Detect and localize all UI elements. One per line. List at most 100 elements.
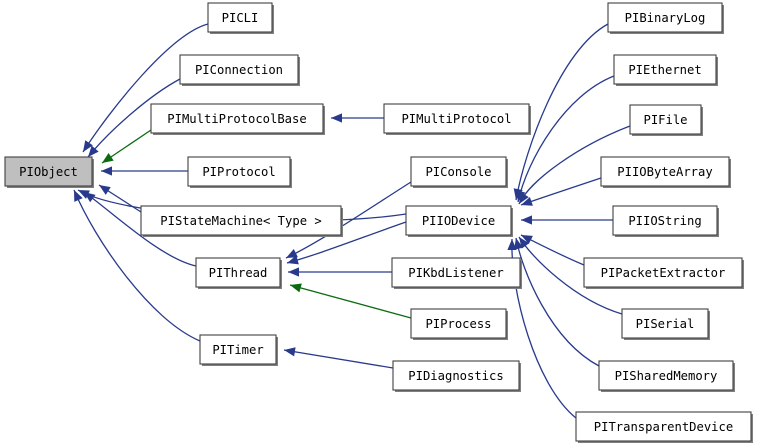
edge-pithread-to-piobject: [83, 191, 197, 267]
node-box[interactable]: [583, 257, 743, 288]
edges-layer: [73, 23, 631, 419]
node-box[interactable]: [621, 308, 709, 339]
node-label: PIProtocol: [202, 165, 275, 179]
edge-piprocess-to-pithread: [289, 284, 412, 319]
arrowhead-piconsole: [286, 248, 298, 258]
node-box[interactable]: [600, 156, 730, 187]
node-label: PIConnection: [195, 63, 283, 77]
node-box[interactable]: [629, 104, 702, 135]
node-box[interactable]: [405, 205, 512, 236]
node-pisharedmemory[interactable]: PISharedMemory: [598, 360, 735, 392]
node-label: PIEthernet: [628, 63, 701, 77]
edge-pisharedmemory-to-piiodevice: [515, 237, 600, 367]
node-piconnection[interactable]: PIConnection: [179, 54, 300, 86]
node-label: PIObject: [19, 165, 78, 179]
node-label: PISerial: [636, 317, 695, 331]
arrowhead-pipacketextractor: [521, 235, 533, 245]
node-piprotocol[interactable]: PIProtocol: [187, 156, 292, 188]
node-label: PIBinaryLog: [625, 11, 706, 25]
arrowhead-picli: [83, 140, 93, 152]
node-label: PIIOByteArray: [617, 165, 712, 179]
node-box[interactable]: [199, 334, 277, 365]
node-label: PITimer: [212, 343, 263, 357]
node-box[interactable]: [383, 103, 530, 134]
node-box[interactable]: [195, 257, 281, 288]
node-pithread[interactable]: PIThread: [195, 257, 282, 289]
nodes-layer: PIObject PICLI PIConnectionPIMultiProtocol…: [4, 2, 753, 443]
node-label: PIDiagnostics: [408, 369, 503, 383]
node-box[interactable]: [391, 257, 521, 288]
node-label: PISharedMemory: [615, 369, 718, 383]
node-piiodevice[interactable]: PIIODevice: [405, 205, 513, 237]
node-pimultiprotocolbase[interactable]: PIMultiProtocolBase: [150, 103, 325, 135]
arrowhead-pifile: [519, 192, 529, 204]
node-pibinarylog[interactable]: PIBinaryLog: [607, 2, 724, 34]
node-label: PIMultiProtocol: [401, 112, 511, 126]
arrowhead-pitransparentdevice: [507, 239, 517, 251]
node-piiostring[interactable]: PIIOString: [612, 205, 719, 237]
arrowhead-pitimer: [74, 190, 83, 202]
node-box[interactable]: [613, 54, 717, 85]
edge-piiobytearray-to-piiodevice: [520, 177, 602, 206]
node-piserial[interactable]: PISerial: [621, 308, 710, 340]
node-piethernet[interactable]: PIEthernet: [613, 54, 718, 86]
node-box[interactable]: [187, 156, 291, 187]
node-pifile[interactable]: PIFile: [629, 104, 703, 136]
node-label: PITransparentDevice: [594, 420, 733, 434]
arrowhead-piiodevice: [287, 255, 299, 265]
node-box[interactable]: [392, 360, 520, 391]
arrowhead-piiodevice: [78, 190, 90, 199]
node-pidiagnostics[interactable]: PIDiagnostics: [392, 360, 521, 392]
node-label: PIIODevice: [422, 214, 495, 228]
node-pitransparentdevice[interactable]: PITransparentDevice: [575, 411, 753, 443]
arrowhead-piconnection: [88, 145, 99, 157]
node-box[interactable]: [410, 156, 507, 187]
arrowhead-piiobytearray: [521, 197, 533, 206]
node-piobject[interactable]: PIObject: [4, 156, 94, 188]
node-box[interactable]: [4, 156, 93, 187]
arrowhead-pimultiprotocol: [331, 113, 342, 123]
edge-piiodevice-to-pithread: [286, 221, 407, 264]
node-label: PIFile: [643, 113, 687, 127]
node-label: PIConsole: [425, 165, 491, 179]
node-pimultiprotocol[interactable]: PIMultiProtocol: [383, 103, 531, 135]
node-box[interactable]: [410, 308, 507, 339]
node-box[interactable]: [607, 2, 723, 33]
node-box[interactable]: [140, 205, 342, 236]
arrowhead-piprocess: [290, 283, 302, 293]
edge-piethernet-to-piiodevice: [517, 75, 615, 203]
node-label: PIThread: [209, 266, 268, 280]
node-label: PIStateMachine< Type >: [160, 214, 321, 228]
node-box[interactable]: [179, 54, 299, 85]
node-piprocess[interactable]: PIProcess: [410, 308, 508, 340]
edge-piconsole-to-pithread: [285, 181, 412, 259]
node-box[interactable]: [612, 205, 718, 236]
node-piiobytearray[interactable]: PIIOByteArray: [600, 156, 731, 188]
arrowhead-piiostring: [521, 215, 532, 225]
node-box[interactable]: [207, 2, 273, 33]
arrowhead-pikbdlistener: [288, 267, 299, 277]
edge-pidiagnostics-to-pitimer: [283, 349, 394, 369]
node-pistatemachine[interactable]: PIStateMachine< Type >: [140, 205, 343, 237]
arrowhead-piprotocol: [101, 166, 112, 176]
arrowhead-pimultiprotocolbase: [102, 153, 114, 163]
arrowhead-pidiagnostics: [284, 347, 296, 357]
node-piconsole[interactable]: PIConsole: [410, 156, 508, 188]
edge-pibinarylog-to-piiodevice: [515, 23, 609, 201]
edge-pitimer-to-piobject: [73, 189, 201, 342]
node-picli[interactable]: PICLI: [207, 2, 274, 34]
node-box[interactable]: [575, 411, 752, 442]
node-pitimer[interactable]: PITimer: [199, 334, 278, 366]
edge-piconnection-to-piobject: [87, 78, 181, 158]
node-box[interactable]: [150, 103, 324, 134]
arrowhead-pistatemachine: [99, 185, 111, 195]
edge-picli-to-piobject: [82, 23, 209, 153]
node-box[interactable]: [598, 360, 734, 391]
node-pipacketextractor[interactable]: PIPacketExtractor: [583, 257, 744, 289]
node-label: PIPacketExtractor: [601, 266, 726, 280]
node-label: PIMultiProtocolBase: [167, 112, 306, 126]
node-pikbdlistener[interactable]: PIKbdListener: [391, 257, 522, 289]
node-label: PIIOString: [628, 214, 701, 228]
